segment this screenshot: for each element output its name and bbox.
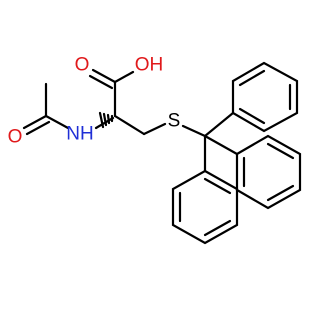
bond-carbonyl-n	[44, 114, 70, 130]
phenyl-ring-lower	[171, 169, 239, 245]
bond-n-alpha	[94, 116, 115, 130]
atom-oh-carboxyl: OH	[135, 55, 164, 76]
bond-trityl-ring2	[203, 134, 239, 156]
stereo-hash-bond	[98, 111, 114, 129]
bond-alpha-ch2	[113, 114, 146, 136]
atom-o-acetyl: O	[8, 127, 23, 148]
atom-nh: NH	[66, 124, 93, 145]
bond-acetyl-co-1	[22, 114, 48, 130]
bond-acetyl-co-2	[25, 120, 51, 136]
bond-cooh-oh	[113, 70, 135, 84]
bond-trityl-ring1	[203, 111, 235, 138]
bond-cooh-o-2	[88, 74, 114, 90]
bond-cooh-o-1	[91, 68, 117, 84]
bond-ch2-s	[142, 122, 167, 136]
atom-sulfur: S	[168, 111, 181, 132]
phenyl-ring-middle	[235, 134, 302, 210]
phenyl-ring-upper	[231, 61, 299, 133]
atom-o-carboxyl: O	[75, 55, 90, 76]
bond-s-trityl	[181, 124, 207, 138]
